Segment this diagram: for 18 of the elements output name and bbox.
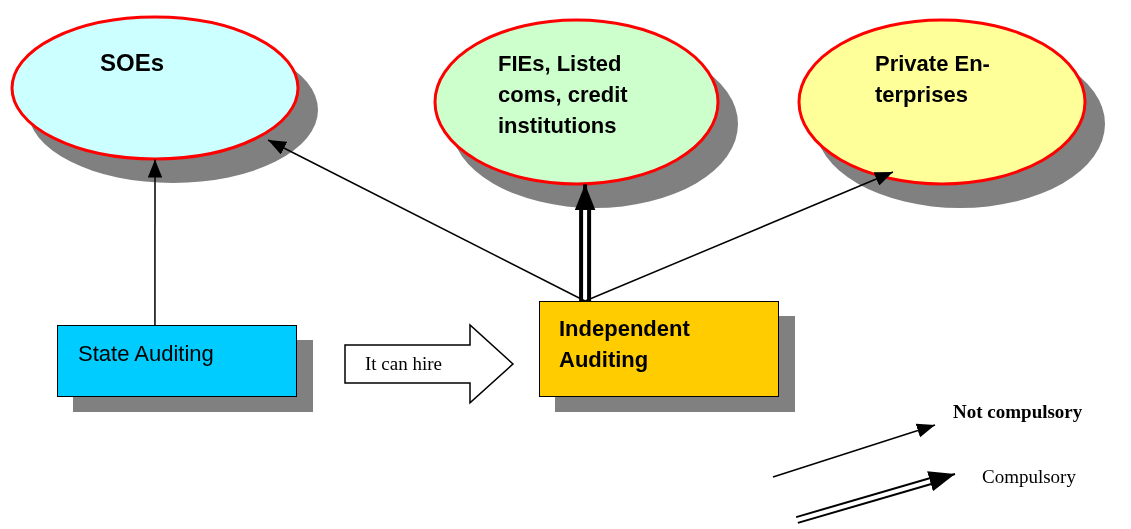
node-label: State Auditing [78,340,215,368]
block-arrow [344,323,515,405]
edge-label: It can hire [365,351,442,376]
ellipse-node [433,18,720,186]
node-label: Independent Auditing [559,315,691,374]
arrow [147,158,163,326]
process-box [539,301,779,397]
ellipse-node [797,18,1087,186]
arrow [574,182,596,303]
legend-label: Compulsory [982,466,1076,488]
node-label: SOEs [100,48,166,78]
arrow [267,139,586,302]
process-box [57,325,297,397]
legend-label: Not compulsory [953,401,1083,423]
node-label: Private En- terprises [875,50,991,109]
node-label: FIEs, Listed coms, credit institutions [498,50,629,140]
arrow [584,171,894,302]
ellipse-node [10,15,300,161]
